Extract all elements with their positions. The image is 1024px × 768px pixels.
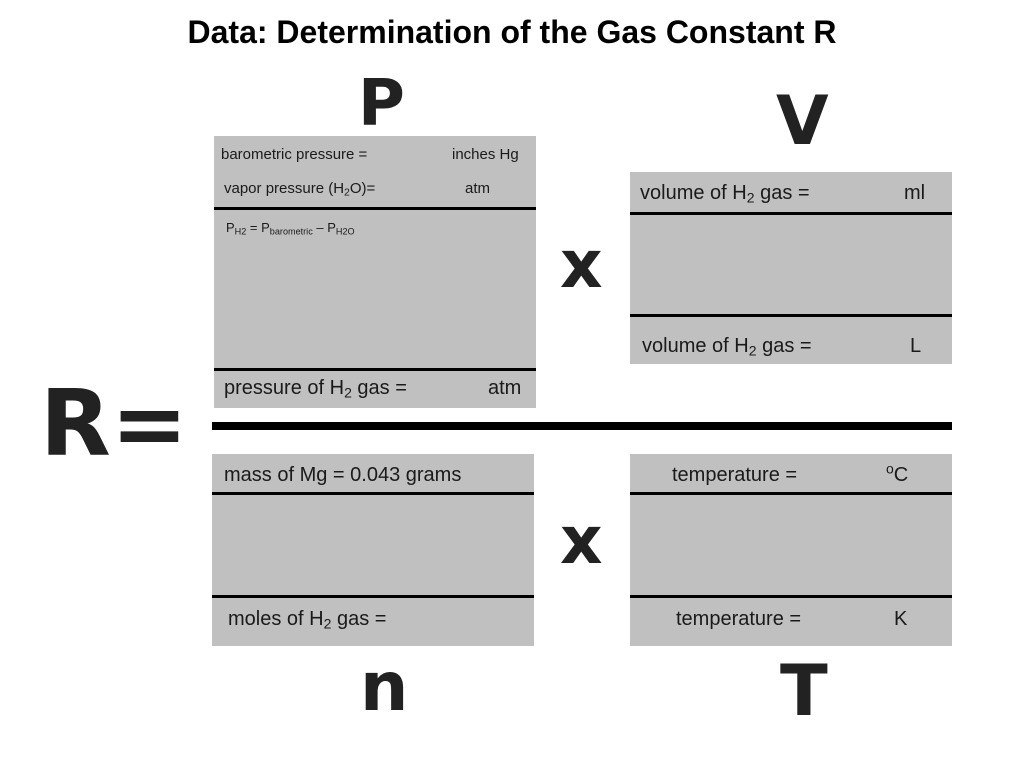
pressure-box: barometric pressure = inches Hg vapor pr… xyxy=(214,136,536,408)
volume-l-unit: L xyxy=(910,335,922,357)
volume-ml-unit: ml xyxy=(904,182,926,204)
divider xyxy=(630,212,952,215)
divider xyxy=(214,207,536,210)
moles-box: mass of Mg = 0.043 grams moles of H2 gas… xyxy=(212,454,534,646)
moles-h2-label: moles of H2 gas = xyxy=(228,608,387,632)
divider xyxy=(630,595,952,598)
temperature-c-label: temperature = xyxy=(672,464,798,486)
page-title: Data: Determination of the Gas Constant … xyxy=(187,14,837,50)
volume-l-label: volume of H2 gas = xyxy=(642,335,812,359)
barometric-pressure-unit: inches Hg xyxy=(452,146,519,163)
volume-ml-label: volume of H2 gas = xyxy=(640,182,810,206)
pressure-h2-label: pressure of H2 gas = xyxy=(224,377,407,401)
pressure-h2-unit: atm xyxy=(488,377,522,399)
letter-t: T xyxy=(780,650,828,732)
barometric-pressure-label: barometric pressure = xyxy=(221,146,368,163)
mass-mg-label: mass of Mg = 0.043 grams xyxy=(224,464,462,486)
temperature-k-unit: K xyxy=(894,608,908,630)
fraction-bar xyxy=(212,422,952,430)
divider xyxy=(212,595,534,598)
multiply-sign-top: x xyxy=(560,226,603,303)
letter-n: n xyxy=(360,648,409,727)
divider xyxy=(630,492,952,495)
vapor-pressure-unit: atm xyxy=(465,180,491,197)
multiply-sign-bottom: x xyxy=(560,502,603,579)
vapor-pressure-label: vapor pressure (H2O)= xyxy=(224,180,376,199)
divider xyxy=(630,314,952,317)
temperature-c-unit: oC xyxy=(886,460,909,486)
divider xyxy=(214,368,536,371)
letter-p: P xyxy=(358,67,405,141)
letter-r-equals: R= xyxy=(40,370,188,477)
temperature-k-label: temperature = xyxy=(676,608,802,630)
temperature-box: temperature = oC temperature = K xyxy=(630,454,952,646)
letter-v: V xyxy=(776,82,829,161)
volume-box: volume of H2 gas = ml volume of H2 gas =… xyxy=(630,172,952,364)
pressure-formula: PH2 = Pbarometric – PH2O xyxy=(226,220,355,237)
divider xyxy=(212,492,534,495)
